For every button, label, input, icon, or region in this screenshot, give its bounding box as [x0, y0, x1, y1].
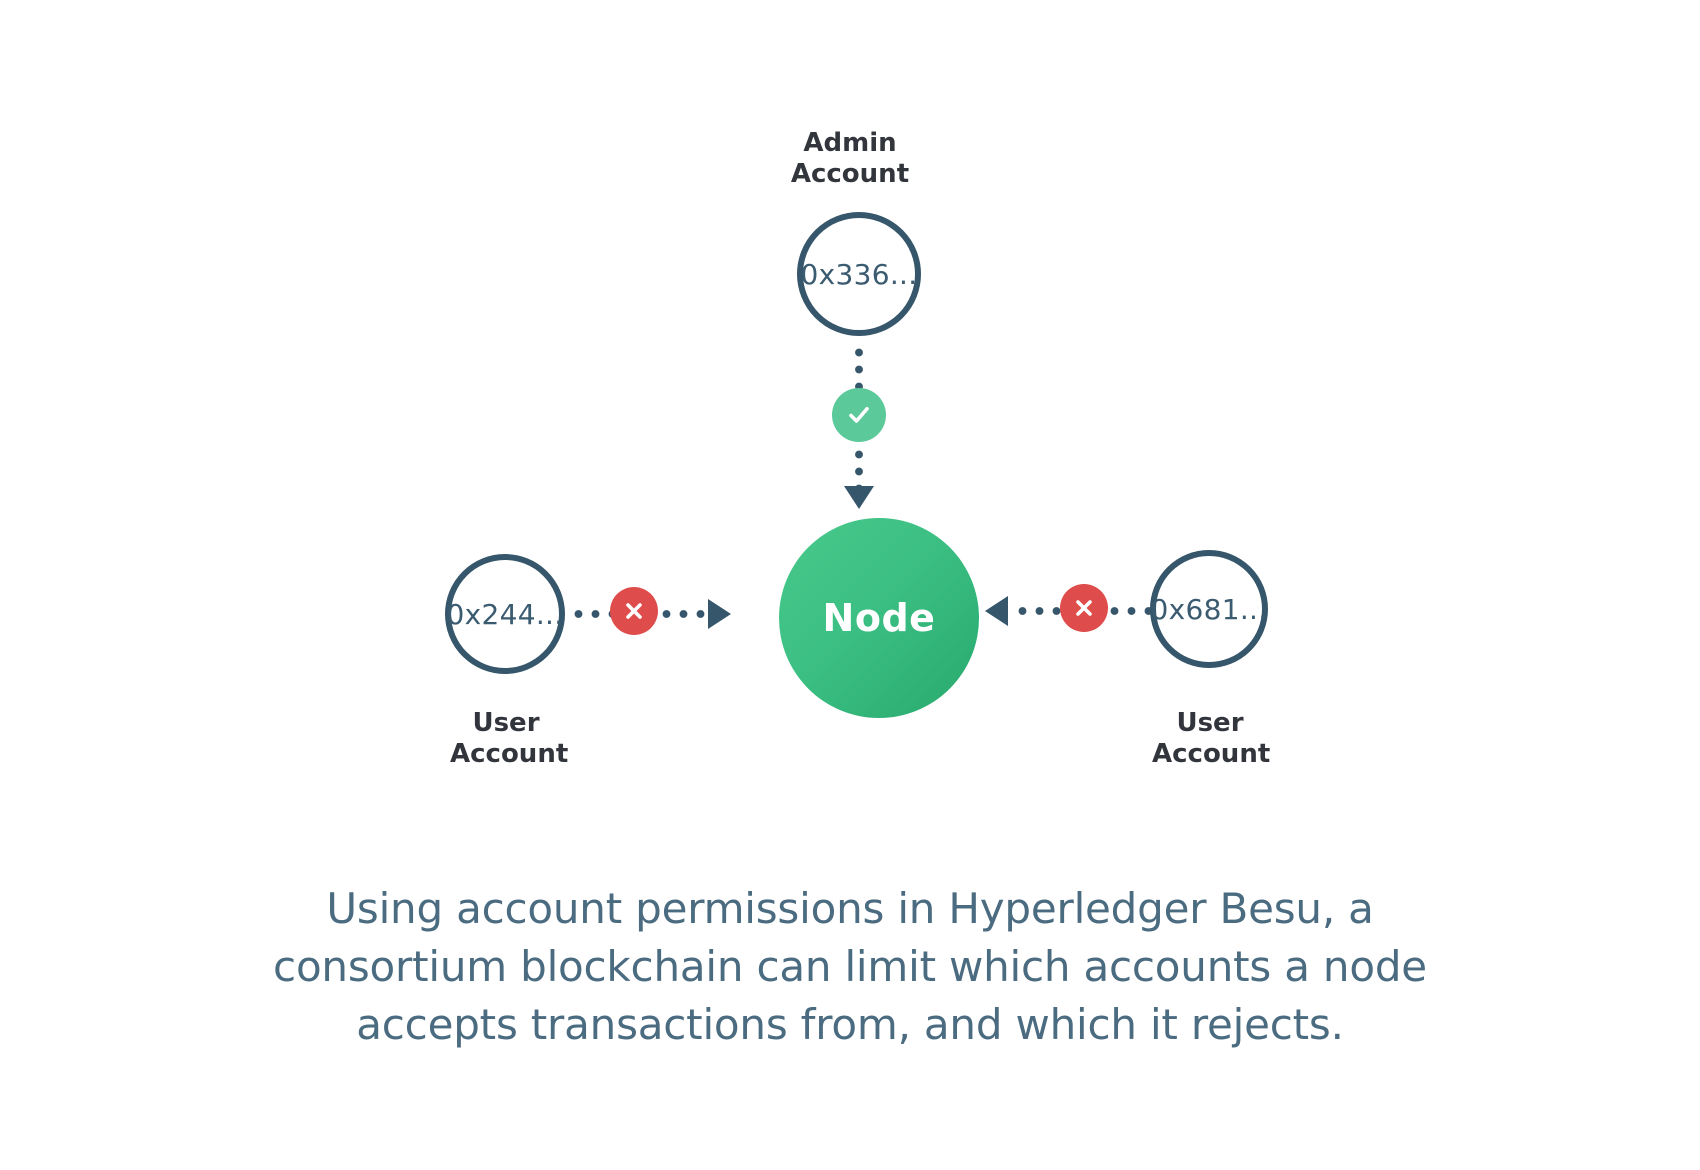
connector-left-user-outer — [658, 609, 708, 619]
connector-admin-to-node-lower — [854, 446, 864, 494]
user-account-left-label: User Account — [450, 708, 569, 769]
caption-line-2: consortium blockchain can limit which ac… — [273, 941, 1427, 991]
connector-right-user-outer — [1106, 606, 1154, 616]
cross-icon — [1076, 600, 1092, 616]
connector-left-user-inner — [570, 609, 613, 619]
permissions-diagram: Admin Account 0x336... Node 0x244... Use… — [445, 128, 1271, 769]
connector-right-user-inner — [1014, 606, 1062, 616]
allow-badge-check[interactable] — [832, 388, 886, 442]
node-circle[interactable]: Node — [779, 518, 979, 718]
connector-admin-to-node-upper — [854, 344, 864, 398]
node-label: Node — [822, 596, 936, 640]
caption: Using account permissions in Hyperledger… — [0, 880, 1700, 1054]
cross-icon — [626, 603, 642, 619]
user-account-right-circle[interactable]: 0x681... — [1150, 550, 1268, 668]
caption-line-3: accepts transactions from, and which it … — [356, 999, 1344, 1049]
deny-badge-cross-right[interactable] — [1060, 584, 1108, 632]
user-account-left-address: 0x244... — [446, 597, 564, 631]
user-account-right-address: 0x681... — [1150, 592, 1268, 626]
user-account-left-circle[interactable]: 0x244... — [445, 554, 565, 674]
caption-line-1: Using account permissions in Hyperledger… — [326, 884, 1374, 933]
admin-account-circle[interactable]: 0x336... — [797, 212, 921, 336]
admin-account-address: 0x336... — [800, 257, 918, 291]
admin-account-label: Admin Account — [790, 128, 910, 189]
arrowhead-right-to-node — [708, 599, 731, 629]
user-account-right-label: User Account — [1152, 708, 1271, 769]
deny-badge-cross-left[interactable] — [610, 587, 658, 635]
arrowhead-left-to-node — [985, 596, 1008, 626]
arrowhead-down-to-node — [844, 486, 874, 509]
check-icon — [849, 407, 869, 423]
